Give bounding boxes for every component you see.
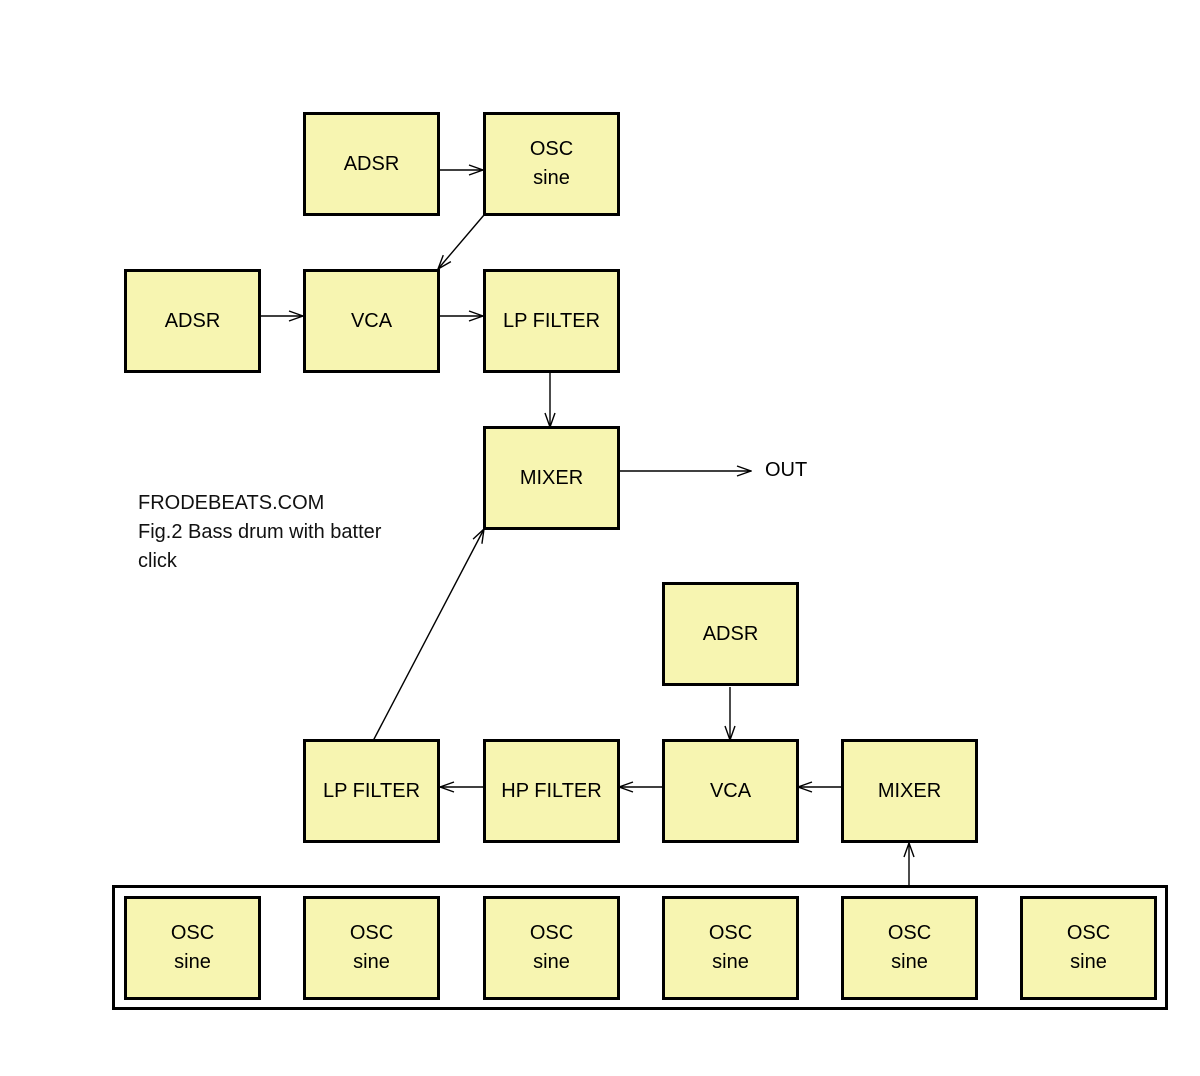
arrow-osc-to-vca (438, 214, 485, 269)
osc-sine-block: OSC sine (303, 896, 440, 1000)
mixer-label: MIXER (519, 466, 584, 489)
lp-filter-block: LP FILTER (483, 269, 620, 373)
osc-sine-block: OSC sine (841, 896, 978, 1000)
hp-filter-label: HP FILTER (501, 779, 602, 802)
out-label: OUT (765, 459, 808, 481)
waveform-label: sine (533, 951, 570, 973)
lp-filter-label: LP FILTER (322, 779, 421, 802)
caption-site: FRODEBEATS.COM (138, 492, 325, 514)
adsr-label: ADSR (343, 152, 400, 175)
osc-label: OSC (170, 922, 215, 944)
adsr-block: ADSR (303, 112, 440, 216)
waveform-label: sine (533, 167, 570, 189)
osc-sine-block: OSC sine (483, 112, 620, 216)
osc-sine-block: OSC sine (662, 896, 799, 1000)
vca-label: VCA (350, 309, 393, 332)
oscillator-bank-frame (112, 885, 1168, 1010)
waveform-label: sine (1070, 951, 1107, 973)
waveform-label: sine (353, 951, 390, 973)
arrow-lp-filter-to-mixer-lower (372, 529, 484, 742)
osc-sine-block: OSC sine (483, 896, 620, 1000)
figure-caption: FRODEBEATS.COM Fig.2 Bass drum with batt… (138, 489, 428, 576)
adsr-block: ADSR (124, 269, 261, 373)
caption-figure: Fig.2 Bass drum with batter (138, 521, 382, 543)
osc-label: OSC (1066, 922, 1111, 944)
waveform-label: sine (712, 951, 749, 973)
osc-label: OSC (529, 138, 574, 160)
waveform-label: sine (174, 951, 211, 973)
osc-label: OSC (887, 922, 932, 944)
osc-label: OSC (708, 922, 753, 944)
mixer-label: MIXER (877, 779, 942, 802)
mixer-block: MIXER (841, 739, 978, 843)
adsr-label: ADSR (702, 622, 759, 645)
waveform-label: sine (891, 951, 928, 973)
lp-filter-label: LP FILTER (502, 309, 601, 332)
caption-figure-cont: click (138, 550, 177, 572)
vca-block: VCA (303, 269, 440, 373)
vca-label: VCA (709, 779, 752, 802)
vca-block: VCA (662, 739, 799, 843)
osc-label: OSC (529, 922, 574, 944)
hp-filter-block: HP FILTER (483, 739, 620, 843)
osc-label: OSC (349, 922, 394, 944)
mixer-main-block: MIXER (483, 426, 620, 530)
lp-filter-block: LP FILTER (303, 739, 440, 843)
adsr-block: ADSR (662, 582, 799, 686)
osc-sine-block: OSC sine (124, 896, 261, 1000)
adsr-label: ADSR (164, 309, 221, 332)
osc-sine-block: OSC sine (1020, 896, 1157, 1000)
